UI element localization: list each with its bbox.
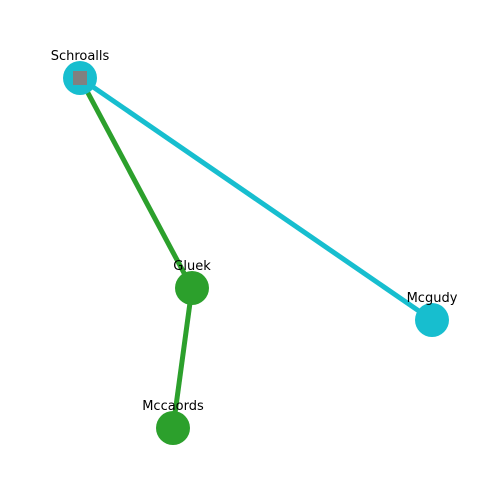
node-mccaords <box>156 411 190 445</box>
edge-schroalls-gluek <box>77 76 195 290</box>
node-gluek <box>175 271 209 305</box>
node-mcgudy <box>415 303 449 337</box>
node-schroalls-square-marker <box>73 71 87 85</box>
node-label-schroalls: Schroalls <box>51 49 110 64</box>
edge-gluek-mccaords <box>170 287 195 429</box>
nodes-layer <box>63 61 449 445</box>
edges-layer <box>77 75 434 429</box>
edge-schroalls-mcgudy <box>78 75 434 323</box>
node-label-mccaords: Mccaords <box>142 399 204 414</box>
node-label-mcgudy: Mcgudy <box>407 291 458 306</box>
node-label-gluek: Gluek <box>173 259 211 274</box>
